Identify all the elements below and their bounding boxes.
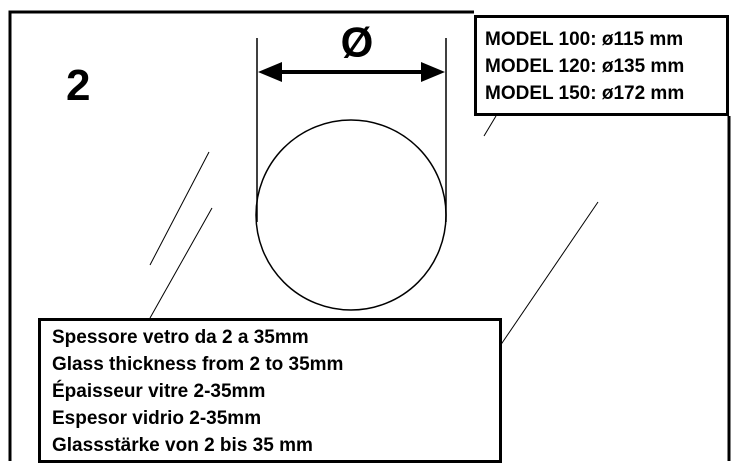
model-line: MODEL 120: ø135 mm	[485, 56, 685, 77]
arrowhead-right-icon	[421, 62, 445, 82]
glass-reflection-line	[499, 201, 599, 347]
step-number: 2	[66, 61, 91, 110]
glass-reflection-line	[483, 115, 497, 137]
glass-reflection-line	[149, 207, 213, 319]
glass-thickness-box: Spessore vetro da 2 a 35mm Glass thickne…	[38, 318, 502, 463]
glass-thickness-line: Épaisseur vitre 2-35mm	[52, 381, 266, 402]
model-diameter-box: MODEL 100: ø115 mm MODEL 120: ø135 mm MO…	[474, 15, 729, 116]
model-line: MODEL 100: ø115 mm	[485, 29, 684, 50]
glass-thickness-line: Glass thickness from 2 to 35mm	[52, 354, 344, 375]
glass-thickness-line: Espesor vidrio 2-35mm	[52, 408, 262, 429]
diameter-symbol: Ø	[340, 19, 374, 66]
glass-reflection-line	[149, 151, 210, 266]
glass-thickness-line: Glassstärke von 2 bis 35 mm	[52, 435, 313, 456]
glass-thickness-line: Spessore vetro da 2 a 35mm	[52, 327, 309, 348]
hole-circle	[255, 119, 447, 311]
model-line: MODEL 150: ø172 mm	[485, 83, 685, 104]
arrowhead-left-icon	[258, 62, 282, 82]
frame-border	[8, 10, 474, 461]
